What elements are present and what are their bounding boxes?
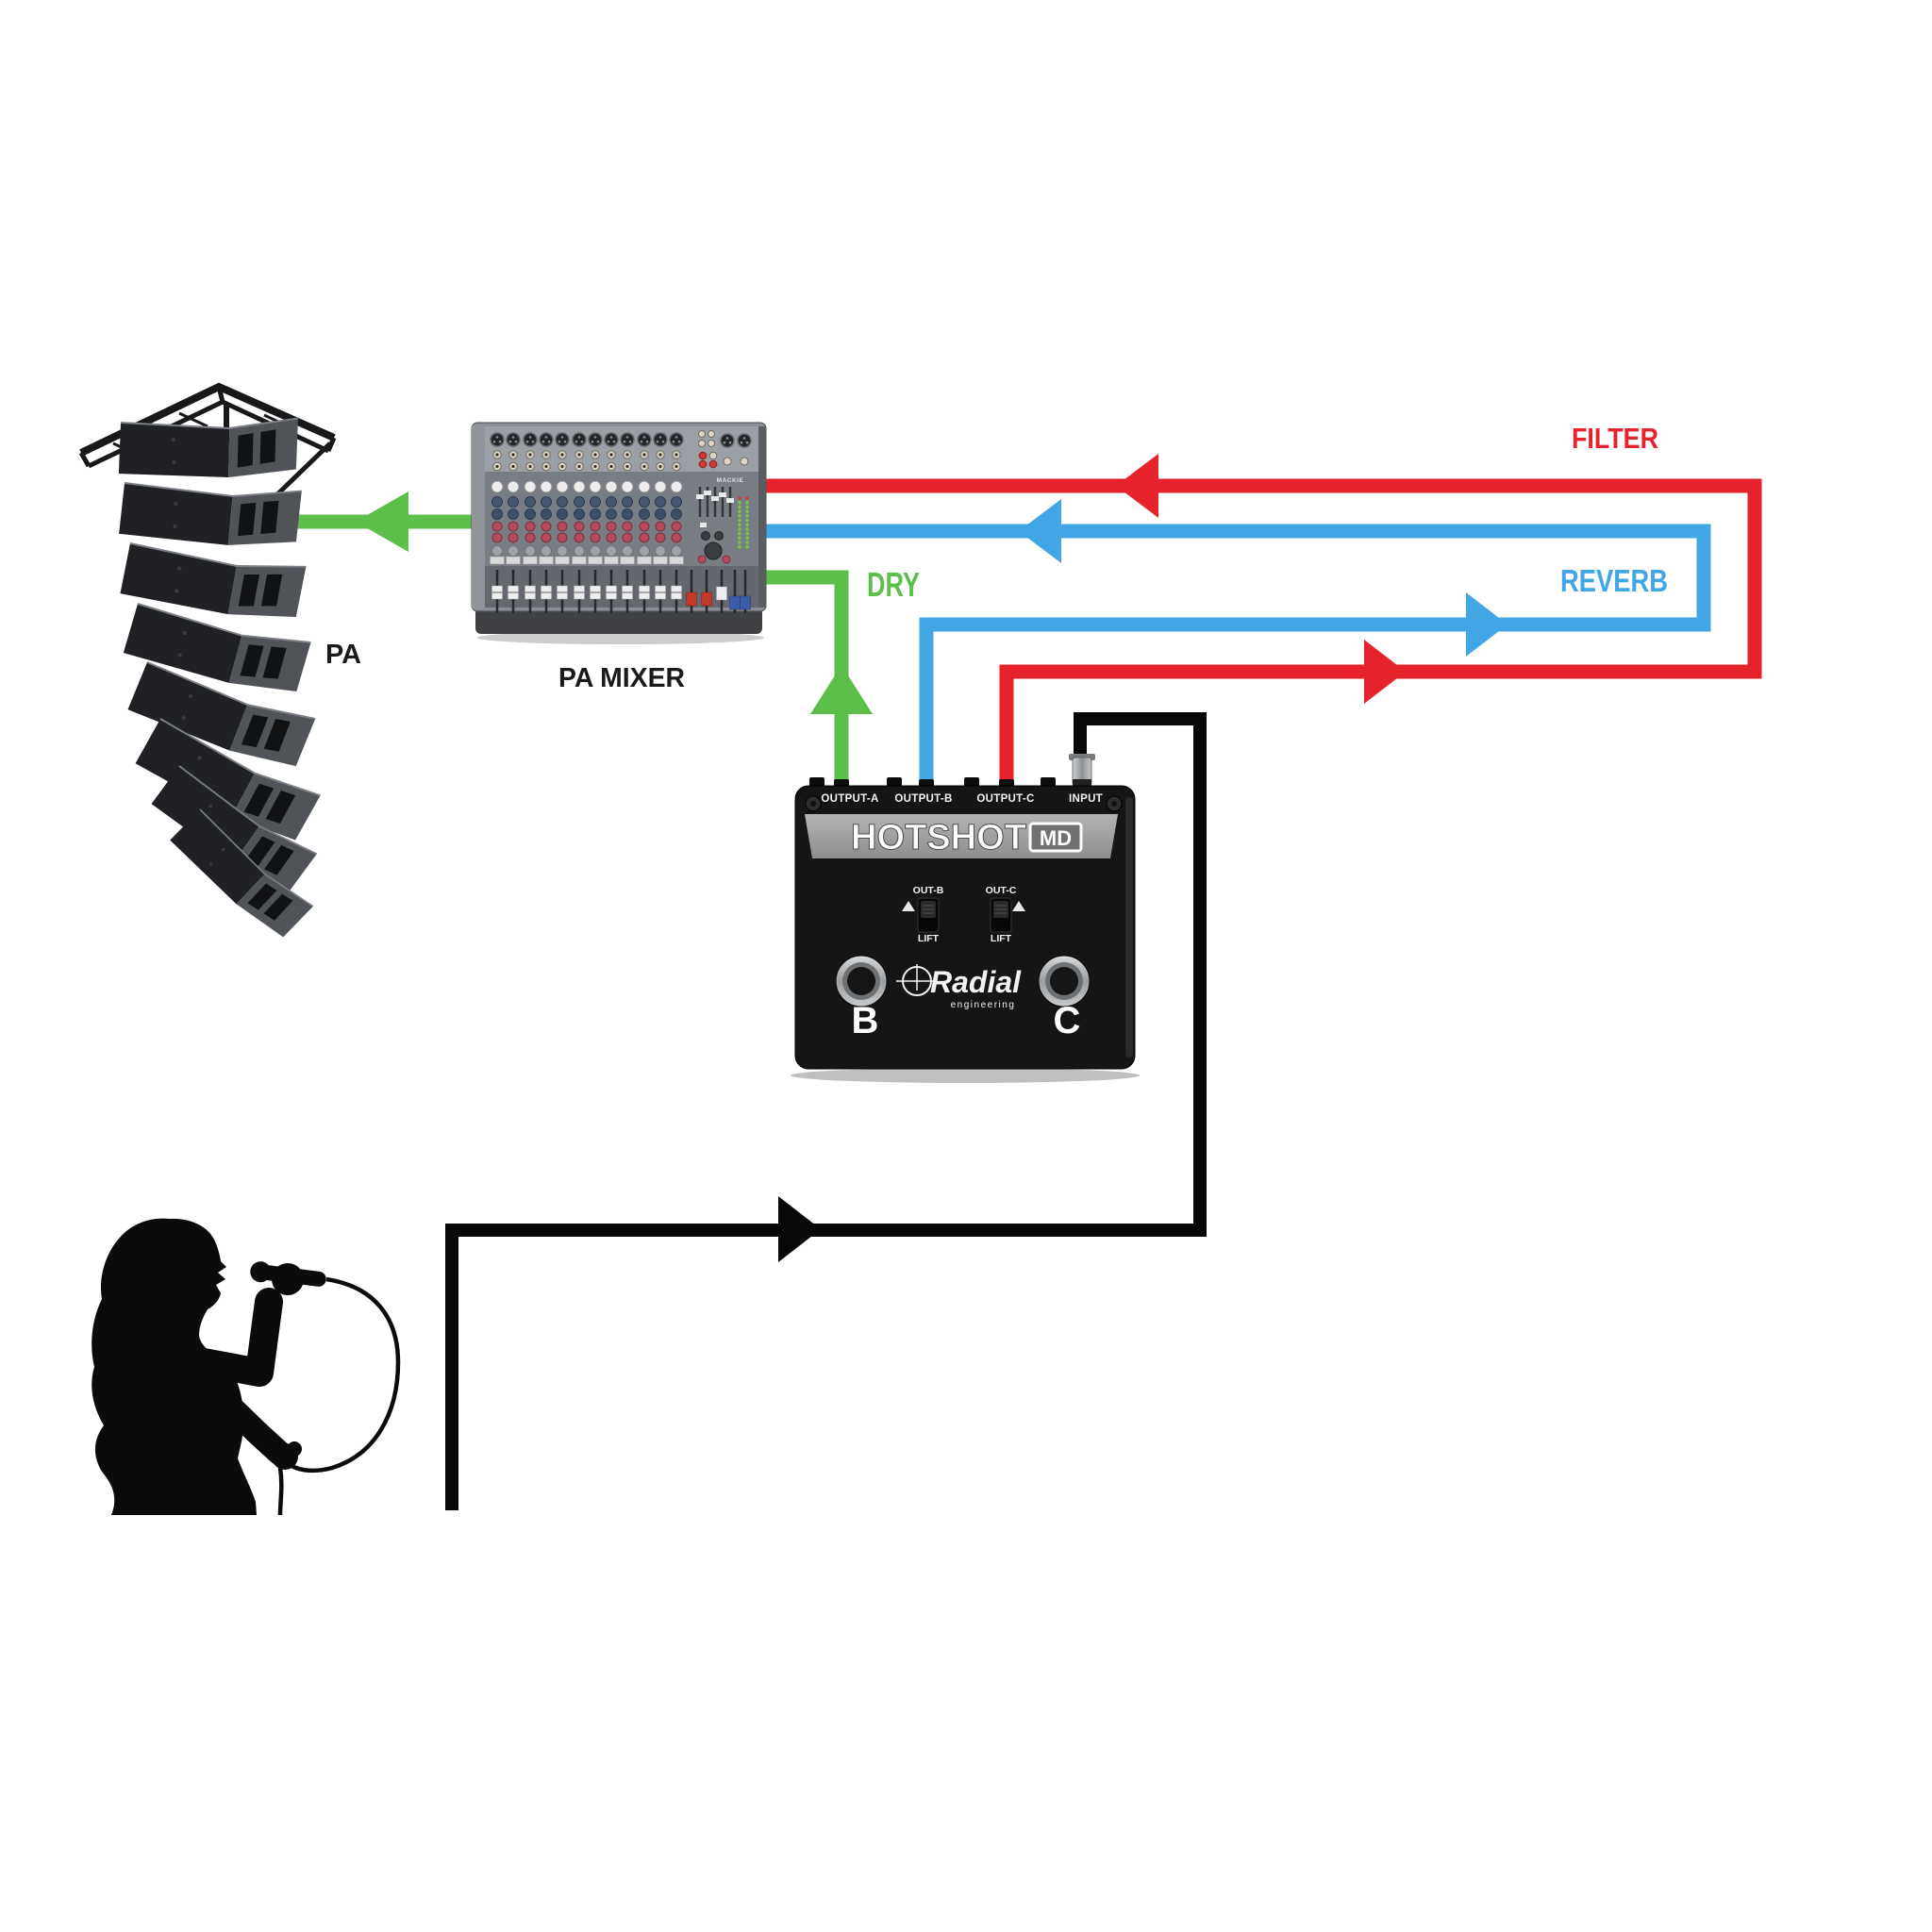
output-a-jack-label: OUTPUT-A [821, 793, 878, 805]
pa-speaker-illustration [78, 382, 337, 944]
dry-line [762, 570, 849, 788]
singer-illustration [92, 1218, 401, 1516]
footswitch-b [835, 955, 888, 1008]
mic-signal-arrowhead [778, 1196, 821, 1262]
pedal-brand-sub-label: engineering [951, 1000, 1016, 1010]
signal-lines [283, 454, 1762, 1510]
filter-arrowhead-right [1364, 640, 1406, 704]
pa-mixer-illustration: MACKIE [471, 422, 767, 644]
singer-lower-arm [209, 1386, 291, 1465]
radial-logo: Radial engineering [896, 964, 1022, 1010]
out-c-slide-switch [990, 897, 1012, 933]
diagram-labels: PA PA MIXER DRY FILTER REVERB [325, 422, 1668, 693]
mic-signal-line [445, 712, 1207, 1510]
footswitch-c-label: C [1054, 1000, 1081, 1041]
out-c-switch-label: OUT-C [986, 885, 1017, 896]
filter-arrowhead-left [1116, 454, 1158, 518]
mic-cable [285, 1276, 401, 1474]
mixer-faders-icon [491, 568, 751, 615]
pedal-brand-label: Radial [930, 965, 1022, 999]
microphone-icon [250, 1261, 326, 1287]
pa-mixer-label: PA MIXER [558, 663, 685, 693]
mixer-brand-label: MACKIE [717, 477, 744, 484]
dry-label: DRY [867, 565, 920, 604]
reverb-line [762, 524, 1711, 788]
pa-label: PA [325, 640, 361, 670]
input-plug-icon [1069, 754, 1095, 787]
output-c-jack-label: OUTPUT-C [976, 793, 1034, 805]
filter-label: FILTER [1572, 422, 1658, 455]
reverb-label: REVERB [1560, 563, 1668, 598]
hotshot-pedal-illustration: OUTPUT-A OUTPUT-B OUTPUT-C INPUT HOTSHOT… [791, 754, 1140, 1083]
out-b-lift-label: LIFT [918, 933, 940, 944]
model-name-label: HOTSHOT [851, 818, 1026, 858]
reverb-arrowhead-right [1466, 592, 1507, 657]
out-b-slide-switch [917, 897, 940, 933]
out-b-switch-label: OUT-B [913, 885, 944, 896]
dry-arrowhead [810, 665, 873, 714]
singer-raised-arm [179, 1288, 283, 1387]
mic-cable-drop [277, 1467, 284, 1516]
footswitch-c [1038, 955, 1091, 1008]
reverb-arrowhead-left [1019, 499, 1061, 563]
out-c-arrow-icon [1012, 901, 1025, 911]
input-jack-label: INPUT [1069, 793, 1103, 805]
singer-silhouette [92, 1218, 257, 1515]
filter-line [762, 478, 1762, 788]
pa-main-out-arrowhead [356, 491, 408, 552]
output-b-jack-label: OUTPUT-B [894, 793, 952, 805]
footswitch-b-label: B [852, 1000, 879, 1041]
model-suffix-label: MD [1040, 826, 1072, 850]
mixer-jack-rows-icon [492, 430, 749, 472]
out-c-lift-label: LIFT [991, 933, 1012, 944]
mixer-master-section-icon: MACKIE [696, 477, 749, 564]
out-b-arrow-icon [902, 901, 915, 911]
